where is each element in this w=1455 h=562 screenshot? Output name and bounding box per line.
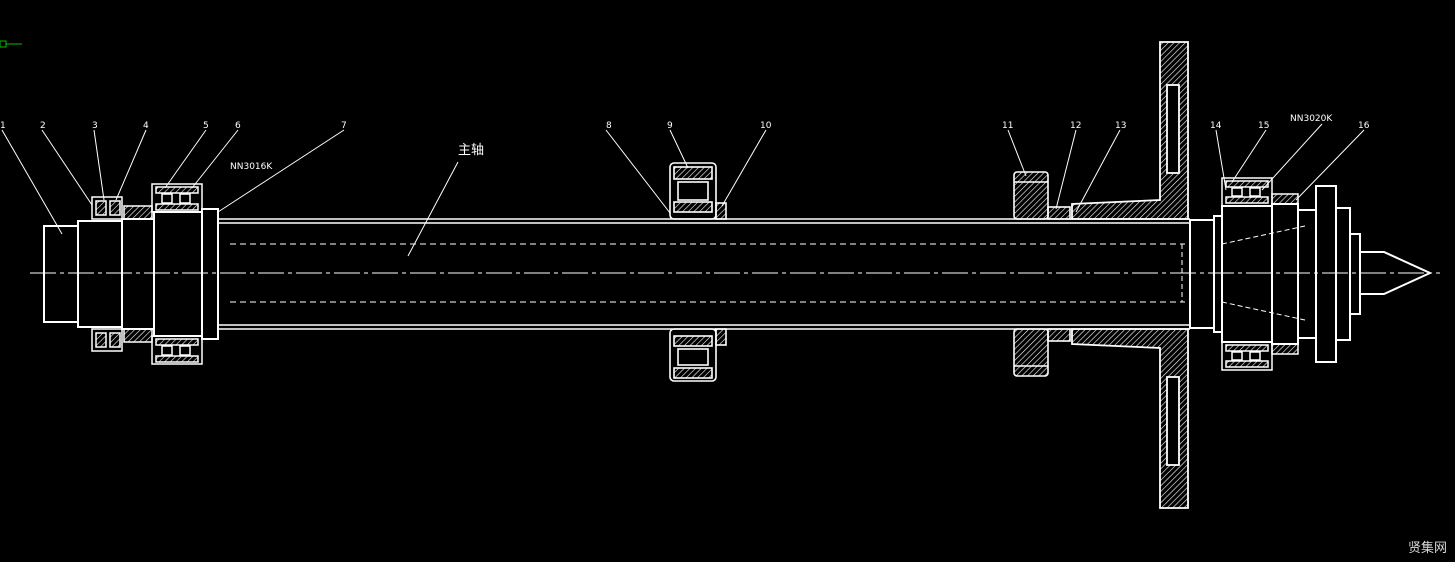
callout-3: 3	[92, 121, 98, 131]
callout-2: 2	[40, 121, 46, 131]
callout-6: 6	[235, 121, 241, 131]
spindle-left-end	[43, 208, 219, 340]
callout-8: 8	[606, 121, 612, 131]
gear-small	[1013, 171, 1071, 377]
callout-14: 14	[1210, 121, 1222, 131]
callout-15: 15	[1258, 121, 1269, 131]
callout-5: 5	[203, 121, 209, 131]
bearing-middle	[669, 162, 727, 382]
callout-12: 12	[1070, 121, 1081, 131]
bearing-left-label: NN3016K	[230, 162, 273, 172]
callout-11: 11	[1002, 121, 1013, 131]
callout-10: 10	[760, 121, 772, 131]
ucs-icon	[0, 40, 22, 48]
callout-4: 4	[143, 121, 149, 131]
gear-large	[1071, 41, 1189, 509]
callout-16: 16	[1358, 121, 1370, 131]
callout-9: 9	[667, 121, 673, 131]
leader-lines	[1, 123, 1365, 257]
callout-13: 13	[1115, 121, 1126, 131]
spindle-right-end	[1189, 185, 1433, 363]
spindle-shaft	[218, 218, 1306, 330]
part-name-label: 主轴	[458, 143, 484, 158]
bearing-right-label: NN3020K	[1290, 114, 1333, 124]
bearing-right	[1221, 177, 1299, 371]
bearing-left	[151, 183, 203, 365]
watermark: 贤集网	[1407, 541, 1447, 556]
callout-labels: 1 2 3 4 5 6 7 8 9 10 11 12 13 14 15 16	[0, 121, 1370, 131]
callout-1: 1	[0, 121, 6, 131]
callout-7: 7	[341, 121, 347, 131]
